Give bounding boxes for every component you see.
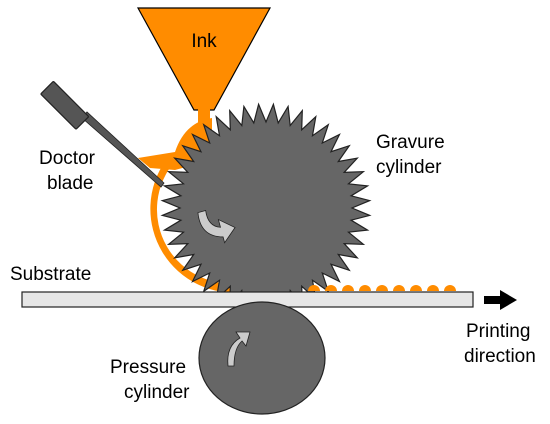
printed-ink-dots (308, 285, 456, 291)
ink-dot (308, 285, 320, 291)
ink-label: Ink (191, 31, 217, 52)
ink-film-left (150, 160, 246, 293)
ink-dot (444, 285, 456, 291)
ink-dot (376, 285, 388, 291)
ink-dot (342, 285, 354, 291)
doctor-blade-handle (40, 81, 89, 130)
curved-arrow-icon (227, 331, 251, 367)
ink-hopper (136, 7, 272, 111)
ink-dot (359, 285, 371, 291)
curved-arrow-icon (197, 210, 236, 244)
ink-dot (427, 285, 439, 291)
doctor-blade (40, 81, 165, 188)
pressure-cylinder (198, 301, 326, 415)
doctor-blade-label: Doctor blade (39, 148, 100, 194)
substrate-label: Substrate (10, 264, 91, 285)
ink-dot (325, 285, 337, 291)
gravure-gear-body (160, 102, 372, 314)
gravure-cylinder-label: Gravure cylinder (376, 132, 450, 178)
pressure-cylinder-label: Pressure cylinder (110, 357, 191, 403)
ink-dot (393, 285, 405, 291)
gravure-cylinder (160, 102, 372, 314)
right-arrow-icon (484, 290, 517, 310)
printing-direction-label: Printing direction (464, 321, 536, 367)
ink-dot (410, 285, 422, 291)
